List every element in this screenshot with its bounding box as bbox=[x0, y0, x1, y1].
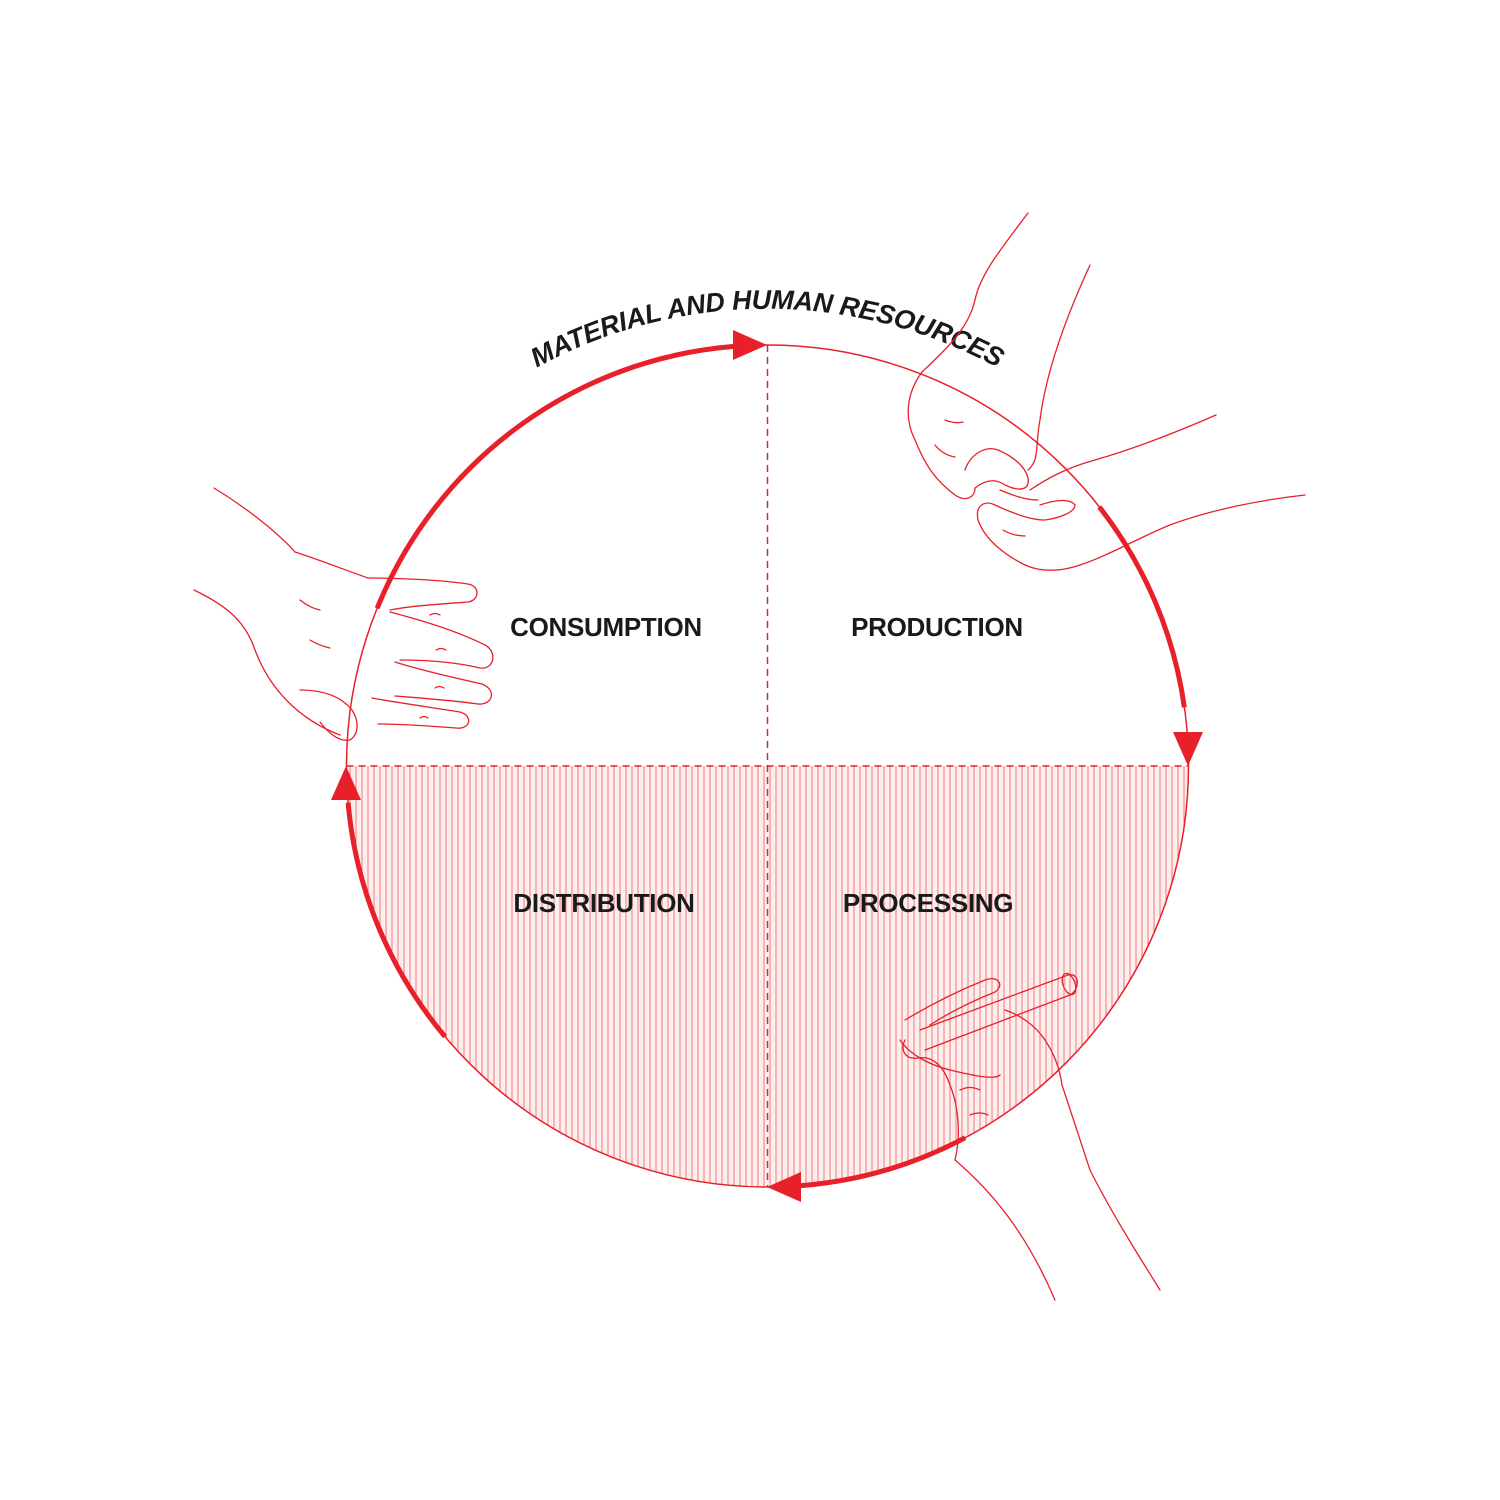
arrowhead-left bbox=[331, 766, 361, 800]
arrowhead-right bbox=[1173, 732, 1203, 766]
arrowhead-top bbox=[733, 330, 767, 360]
cycle-arrows bbox=[331, 330, 1203, 1202]
arrowhead-bottom bbox=[767, 1172, 801, 1202]
arc-distribution-to-consumption bbox=[345, 802, 447, 1039]
open-hand-icon bbox=[193, 487, 494, 741]
consumption-label: CONSUMPTION bbox=[510, 612, 702, 642]
arc-consumption-to-production bbox=[374, 343, 746, 610]
hand-holding-chalk-icon bbox=[899, 972, 1161, 1301]
distribution-label: DISTRIBUTION bbox=[513, 888, 694, 918]
arc-production-to-processing bbox=[1097, 505, 1187, 708]
arc-processing-to-distribution bbox=[789, 1135, 967, 1189]
pinching-hands-icon bbox=[907, 212, 1306, 571]
processing-label: PROCESSING bbox=[843, 888, 1013, 918]
production-label: PRODUCTION bbox=[851, 612, 1023, 642]
